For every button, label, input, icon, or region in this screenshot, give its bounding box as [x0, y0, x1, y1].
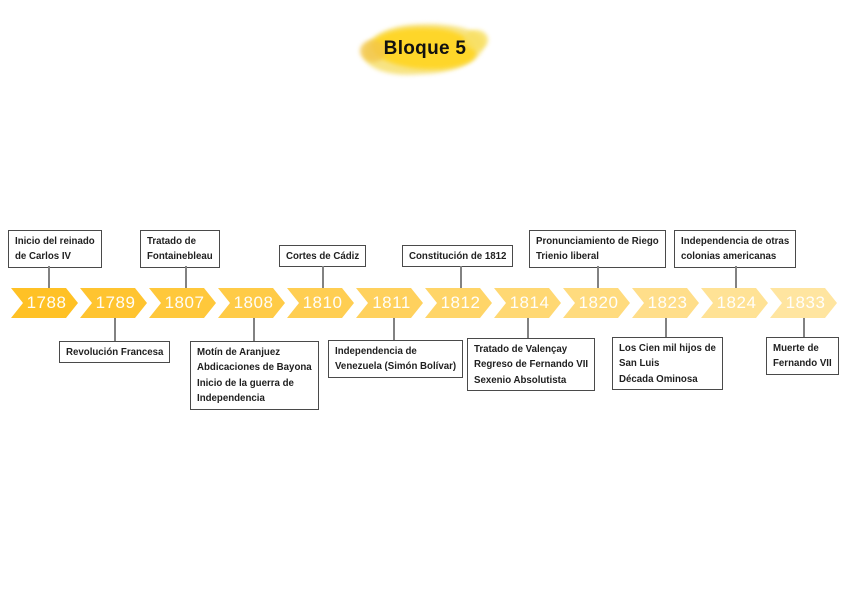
timeline-chevron-1820: 1820 [563, 288, 630, 318]
event-box-1812-constitucion: Constitución de 1812 [402, 245, 514, 268]
event-box-1810-cortes-cadiz: Cortes de Cádiz [279, 245, 367, 268]
connector-line-1823 [665, 318, 667, 337]
watercolor-splotch [360, 40, 386, 62]
event-box-1808-motin-aranjuez: Motín de Aranjuez Abdicaciones de Bayona… [190, 341, 319, 410]
connector-line-1833 [803, 318, 805, 337]
timeline-band: 1788 1789 1807 1808 1810 1811 1812 1814 … [11, 288, 837, 318]
connector-line-1807 [185, 266, 187, 288]
connector-line-1808 [253, 318, 255, 341]
timeline-chevron-1810: 1810 [287, 288, 354, 318]
event-box-1820-pronunciamiento: Pronunciamiento de Riego Trienio liberal [529, 230, 666, 268]
connector-line-1788 [48, 266, 50, 288]
event-box-1789-revolucion-francesa: Revolución Francesa [59, 341, 171, 364]
timeline-chevron-1807: 1807 [149, 288, 216, 318]
event-box-1807-fontainebleau: Tratado de Fontainebleau [140, 230, 220, 268]
timeline-chevron-1833: 1833 [770, 288, 837, 318]
timeline-chevron-1814: 1814 [494, 288, 561, 318]
event-box-1833-muerte-fernando: Muerte de Fernando VII [766, 337, 839, 375]
event-box-1814-valencay: Tratado de Valençay Regreso de Fernando … [467, 338, 596, 392]
timeline-chevron-1788: 1788 [11, 288, 78, 318]
connector-line-1814 [527, 318, 529, 338]
connector-line-1824 [735, 266, 737, 288]
timeline-chevron-1812: 1812 [425, 288, 492, 318]
connector-line-1810 [322, 266, 324, 288]
timeline-chevron-1811: 1811 [356, 288, 423, 318]
watercolor-splotch [464, 30, 488, 50]
event-box-1788-inicio-reinado: Inicio del reinado de Carlos IV [8, 230, 102, 268]
connector-line-1811 [393, 318, 395, 340]
timeline-chevron-1789: 1789 [80, 288, 147, 318]
title-block: Bloque 5 [360, 18, 490, 80]
event-box-1824-independencia: Independencia de otras colonias american… [674, 230, 797, 268]
timeline-chevron-1808: 1808 [218, 288, 285, 318]
page-title: Bloque 5 [383, 38, 467, 59]
event-box-1823-cien-mil-hijos: Los Cien mil hijos de San Luis Década Om… [612, 337, 723, 391]
timeline-chevron-1823: 1823 [632, 288, 699, 318]
connector-line-1820 [597, 266, 599, 288]
event-box-1811-venezuela: Independencia de Venezuela (Simón Bolíva… [328, 340, 464, 378]
connector-line-1812 [460, 266, 462, 288]
connector-line-1789 [114, 318, 116, 341]
timeline-chevron-1824: 1824 [701, 288, 768, 318]
